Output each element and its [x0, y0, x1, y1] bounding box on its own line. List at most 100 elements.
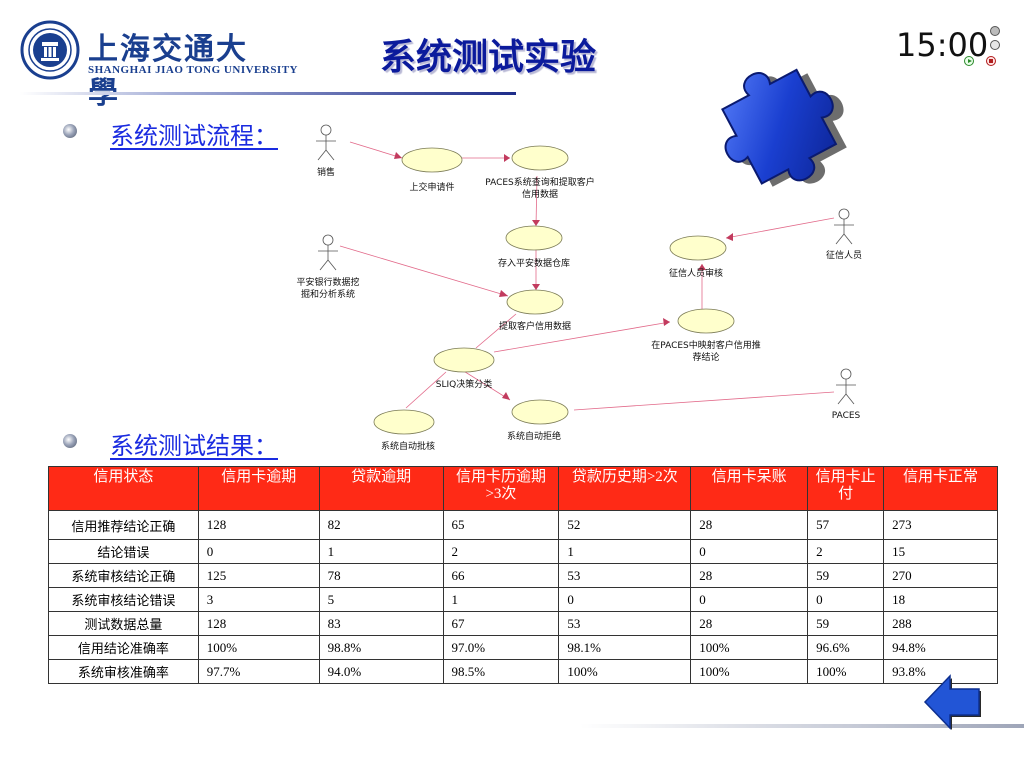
- table-cell: 128: [197, 510, 320, 540]
- table-cell: 128: [197, 611, 320, 636]
- table-row: 信用推荐结论正确 128 82 65 52 28 57 273: [48, 510, 998, 540]
- table-cell: 270: [883, 563, 998, 588]
- table-header-cell: 信用卡历逾期>3次: [442, 466, 560, 511]
- table-header-row: 信用状态 信用卡逾期 贷款逾期 信用卡历逾期>3次 贷款历史期>2次 信用卡呆账…: [48, 466, 998, 511]
- usecase-map-label-2: 荐结论: [692, 351, 719, 363]
- usecase-map-label-1: 在PACES中映射客户信用推: [651, 339, 761, 351]
- table-cell: 65: [442, 510, 560, 540]
- table-row: 系统审核结论正确 125 78 66 53 28 59 270: [48, 563, 998, 588]
- table-cell: 97.0%: [442, 635, 560, 660]
- actor-paces-label: PACES: [832, 411, 861, 421]
- table-cell: 5: [318, 587, 444, 612]
- table-row: 测试数据总量 128 83 67 53 28 59 288: [48, 611, 998, 636]
- usecase-extract-label: 提取客户信用数据: [499, 320, 571, 332]
- table-cell: 0: [690, 587, 809, 612]
- results-table: 信用状态 信用卡逾期 贷款逾期 信用卡历逾期>3次 贷款历史期>2次 信用卡呆账…: [48, 466, 998, 684]
- table-cell: 98.1%: [558, 635, 692, 660]
- university-seal-icon: [20, 20, 80, 80]
- table-cell: 98.8%: [318, 635, 444, 660]
- usecase-paces-query-label-2: 信用数据: [522, 188, 558, 200]
- slide-title: 系统测试实验: [380, 37, 597, 78]
- actor-pingan-label-2: 掘和分析系统: [301, 288, 355, 300]
- table-header-cell: 贷款历史期>2次: [558, 466, 692, 511]
- table-row: 系统审核准确率 97.7% 94.0% 98.5% 100% 100% 100%…: [48, 659, 998, 684]
- table-cell: 0: [690, 539, 809, 564]
- table-row-label: 结论错误: [48, 539, 199, 564]
- puzzle-piece-icon: [721, 68, 847, 187]
- table-row-label: 系统审核结论错误: [48, 587, 199, 612]
- timer-settings-button[interactable]: [990, 26, 1000, 36]
- timer-reset-button[interactable]: [990, 40, 1000, 50]
- usecase-auto-reject-label: 系统自动拒绝: [507, 430, 561, 442]
- title-divider: [20, 92, 516, 95]
- table-cell: 52: [558, 510, 692, 540]
- table-row-label: 系统审核准确率: [48, 659, 199, 684]
- table-cell: 98.5%: [442, 659, 560, 684]
- usecase-submit-label: 上交申请件: [409, 181, 454, 193]
- table-cell: 28: [690, 563, 809, 588]
- table-cell: 59: [807, 611, 885, 636]
- footer-divider: [580, 724, 1024, 728]
- timer-play-button[interactable]: [964, 56, 974, 66]
- timer-stop-button[interactable]: [986, 56, 996, 66]
- radio-bullet-icon: [63, 434, 77, 448]
- table-cell: 100%: [807, 659, 885, 684]
- table-cell: 2: [442, 539, 560, 564]
- table-header-cell: 信用卡逾期: [197, 466, 320, 511]
- table-cell: 125: [197, 563, 320, 588]
- table-cell: 0: [197, 539, 320, 564]
- table-cell: 100%: [690, 659, 809, 684]
- table-cell: 100%: [690, 635, 809, 660]
- table-cell: 2: [807, 539, 885, 564]
- table-cell: 93.8%: [883, 659, 998, 684]
- logo-chinese-name: 上海交通大學: [88, 32, 248, 111]
- table-cell: 67: [442, 611, 560, 636]
- table-row: 结论错误 0 1 2 1 0 2 15: [48, 539, 998, 564]
- table-header-cell: 信用卡呆账: [690, 466, 809, 511]
- table-cell: 0: [807, 587, 885, 612]
- table-header-cell: 信用卡正常: [883, 466, 998, 511]
- table-cell: 94.0%: [318, 659, 444, 684]
- table-row-label: 信用结论准确率: [48, 635, 199, 660]
- table-cell: 78: [318, 563, 444, 588]
- flow-heading: 系统测试流程：: [110, 122, 278, 150]
- table-cell: 0: [558, 587, 692, 612]
- actor-credit-staff-icon: [834, 208, 854, 245]
- table-cell: 53: [558, 563, 692, 588]
- actor-sales-label: 销售: [317, 166, 335, 178]
- table-cell: 28: [690, 611, 809, 636]
- table-row: 系统审核结论错误 3 5 1 0 0 0 18: [48, 587, 998, 612]
- usecase-credit-review-label: 征信人员审核: [669, 267, 723, 279]
- table-cell: 3: [197, 587, 320, 612]
- back-arrow-icon[interactable]: [922, 672, 982, 732]
- logo-english-name: SHANGHAI JIAO TONG UNIVERSITY: [88, 64, 298, 76]
- table-cell: 1: [318, 539, 444, 564]
- actor-pingan-label-1: 平安银行数据挖: [296, 276, 359, 288]
- usecase-paces-query-label-1: PACES系统查询和提取客户: [485, 176, 595, 188]
- usecase-auto-approve-label: 系统自动批核: [381, 440, 435, 452]
- radio-bullet-icon: [63, 124, 77, 138]
- actor-credit-staff-label: 征信人员: [826, 249, 862, 261]
- table-cell: 273: [883, 510, 998, 540]
- table-cell: 18: [883, 587, 998, 612]
- table-cell: 94.8%: [883, 635, 998, 660]
- table-header-cell: 贷款逾期: [318, 466, 444, 511]
- table-cell: 15: [883, 539, 998, 564]
- table-cell: 100%: [197, 635, 320, 660]
- table-cell: 97.7%: [197, 659, 320, 684]
- table-header-cell: 信用状态: [48, 466, 199, 511]
- use-case-diagram: 销售 平安银行数据挖 掘和分析系统 征信人员 PACES 上交申请件 PACES…: [296, 124, 862, 452]
- table-cell: 100%: [558, 659, 692, 684]
- table-cell: 59: [807, 563, 885, 588]
- actor-pingan-icon: [318, 234, 338, 271]
- usecase-store-label: 存入平安数据仓库: [498, 257, 570, 269]
- table-cell: 53: [558, 611, 692, 636]
- table-cell: 82: [318, 510, 444, 540]
- table-row-label: 系统审核结论正确: [48, 563, 199, 588]
- usecase-sliq-label: SLIQ决策分类: [436, 378, 492, 390]
- table-cell: 28: [690, 510, 809, 540]
- table-cell: 288: [883, 611, 998, 636]
- table-cell: 96.6%: [807, 635, 885, 660]
- table-cell: 83: [318, 611, 444, 636]
- university-logo: 上海交通大學 SHANGHAI JIAO TONG UNIVERSITY: [20, 20, 298, 111]
